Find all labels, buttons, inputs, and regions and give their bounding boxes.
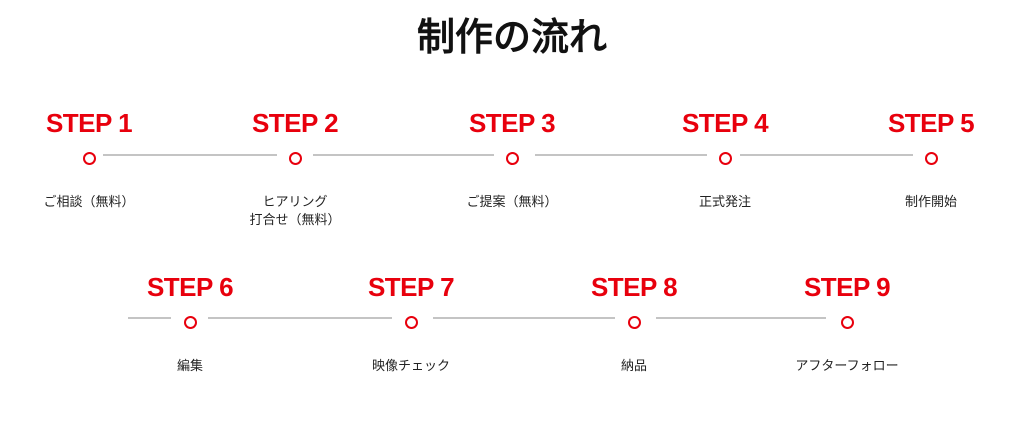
step-marker-icon [628, 316, 641, 329]
step-marker-icon [841, 316, 854, 329]
step-description: 納品 [620, 359, 647, 374]
step-marker-icon [289, 152, 302, 165]
connector-line [740, 154, 913, 156]
step-label: STEP 3 [468, 108, 556, 138]
connector-line [103, 154, 277, 156]
step-marker-icon [184, 316, 197, 329]
step-label: STEP 2 [251, 108, 339, 138]
step-marker-icon [506, 152, 519, 165]
step-description: ご相談（無料） [43, 195, 135, 210]
step-description: 映像チェック [371, 359, 450, 374]
step-marker-icon [405, 316, 418, 329]
step-marker-icon [719, 152, 732, 165]
page-title: 制作の流れ [416, 15, 607, 59]
step-label: STEP 4 [681, 108, 769, 138]
connector-line [128, 317, 171, 319]
connector-line [208, 317, 392, 319]
step-description: アフターフォロー [795, 359, 899, 374]
step-description: ヒアリング 打合せ（無料） [249, 195, 341, 228]
step-label: STEP 8 [590, 272, 678, 302]
step-description: 正式発注 [698, 195, 751, 210]
connector-line [313, 154, 494, 156]
step-label: STEP 9 [803, 272, 891, 302]
step-marker-icon [925, 152, 938, 165]
connector-line [535, 154, 707, 156]
step-label: STEP 5 [887, 108, 975, 138]
step-marker-icon [83, 152, 96, 165]
step-description: ご提案（無料） [466, 195, 558, 210]
connector-line [433, 317, 615, 319]
step-label: STEP 6 [146, 272, 234, 302]
step-description: 編集 [176, 359, 203, 374]
step-label: STEP 1 [45, 108, 133, 138]
step-label: STEP 7 [367, 272, 455, 302]
step-description: 制作開始 [904, 195, 957, 210]
connector-line [656, 317, 826, 319]
